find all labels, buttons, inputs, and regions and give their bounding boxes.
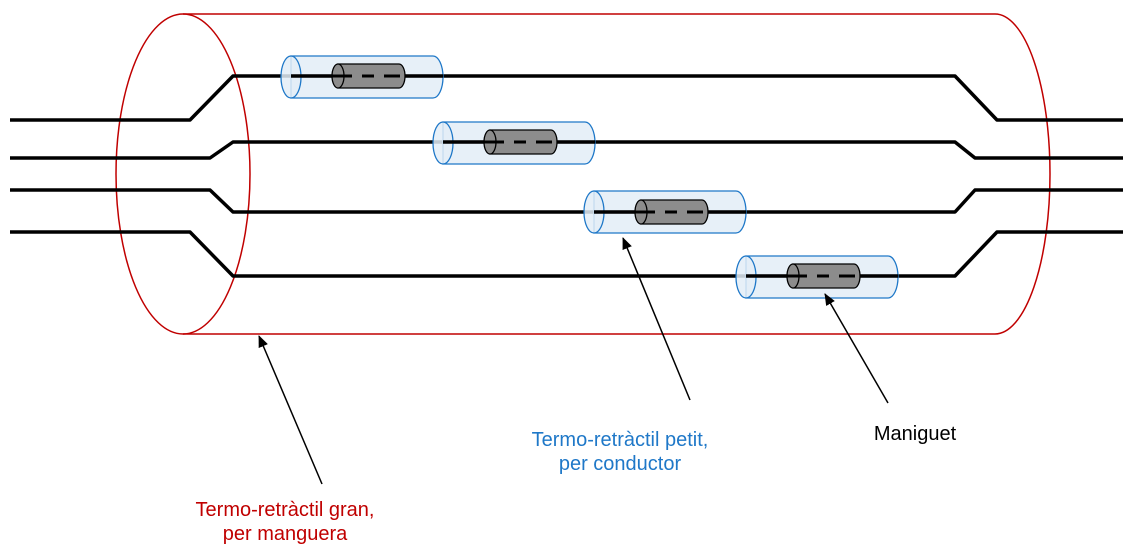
small-sleeve-assembly-1 — [280, 55, 444, 99]
small-sleeve-assembly-3 — [583, 190, 747, 234]
large-sleeve-end-ellipse — [115, 13, 251, 335]
label-big-line1: Termo-retràctil gran, — [195, 499, 375, 521]
label-small-line1: Termo-retràctil petit, — [531, 429, 709, 451]
conductor-1 — [10, 74, 1123, 122]
arrow-large-sleeve — [258, 335, 323, 485]
conductor-3 — [10, 188, 1123, 214]
conductor-4 — [10, 230, 1123, 278]
label-small-heat-shrink: Termo-retràctil petit, per conductor — [480, 428, 760, 476]
label-big-line2: per manguera — [222, 523, 348, 545]
arrow-splice — [824, 293, 889, 404]
small-sleeve-assembly-4 — [735, 255, 899, 299]
label-splice-text: Maniguet — [873, 423, 957, 445]
large-sleeve-body — [183, 13, 1051, 335]
label-small-line2: per conductor — [558, 453, 682, 475]
arrow-small-sleeve — [622, 237, 691, 401]
large-heat-shrink-sleeve — [115, 13, 1051, 335]
label-splice: Maniguet — [860, 422, 970, 446]
conductors — [10, 74, 1123, 278]
callout-arrows — [258, 237, 889, 485]
small-sleeve-assembly-2 — [432, 121, 596, 165]
label-large-heat-shrink: Termo-retràctil gran, per manguera — [150, 498, 420, 546]
